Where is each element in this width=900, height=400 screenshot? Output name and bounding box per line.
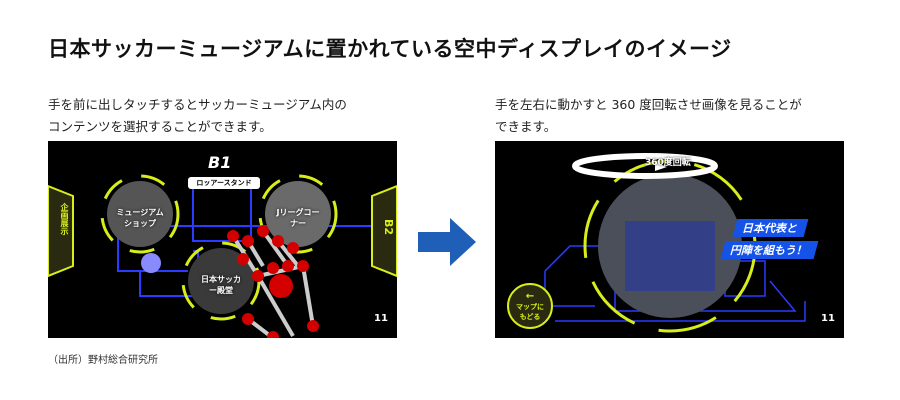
map-graphics (48, 174, 397, 338)
caption-line: 手を左右に動かすと 360 度回転させ画像を見ることが (495, 97, 802, 112)
spot-hall-of-fame[interactable]: 日本サッカー殿堂 (201, 275, 241, 295)
back-to-map-button[interactable]: ← マップにもどる (513, 291, 547, 322)
back-arrow-icon: ← (525, 291, 535, 302)
rotation-graphics (507, 153, 806, 333)
rotation-screen: 360度回転 日本代表と 円陣を組もう！ ← マップにもどる 11 (495, 141, 844, 338)
map-screen: B1 ロッアースタンド 企画展示 B2 ミュージアムショップ Jリーグコーナー … (48, 141, 397, 338)
logo-icon: 11 (374, 313, 388, 324)
right-arrow-icon (418, 218, 476, 266)
area-label: ロッアースタンド (188, 177, 260, 189)
spot-museum-shop[interactable]: ミュージアムショップ (116, 208, 164, 228)
left-caption: 手を前に出しタッチするとサッカーミュージアム内の コンテンツを選択することができ… (48, 94, 347, 138)
logo-icon: 11 (821, 313, 835, 324)
source-note: （出所）野村総合研究所 (48, 355, 158, 366)
caption-line: コンテンツを選択することができます。 (48, 119, 272, 134)
spot-jleague-corner[interactable]: Jリーグコーナー (276, 208, 320, 228)
caption-line: できます。 (495, 119, 557, 134)
caption-line: 手を前に出しタッチするとサッカーミュージアム内の (48, 97, 347, 112)
page-title: 日本サッカーミュージアムに置かれている空中ディスプレイのイメージ (48, 37, 732, 61)
tab-exhibition[interactable]: 企画展示 (60, 203, 69, 235)
tab-b2[interactable]: B2 (382, 219, 395, 236)
banner-line-1: 日本代表と (732, 219, 809, 237)
floor-label: B1 (208, 153, 232, 172)
rotate-label: 360度回転 (645, 158, 691, 168)
right-caption: 手を左右に動かすと 360 度回転させ画像を見ることが できます。 (495, 94, 802, 138)
back-button-label: マップにもどる (516, 303, 544, 321)
banner-line-2: 円陣を組もう！ (720, 241, 819, 259)
